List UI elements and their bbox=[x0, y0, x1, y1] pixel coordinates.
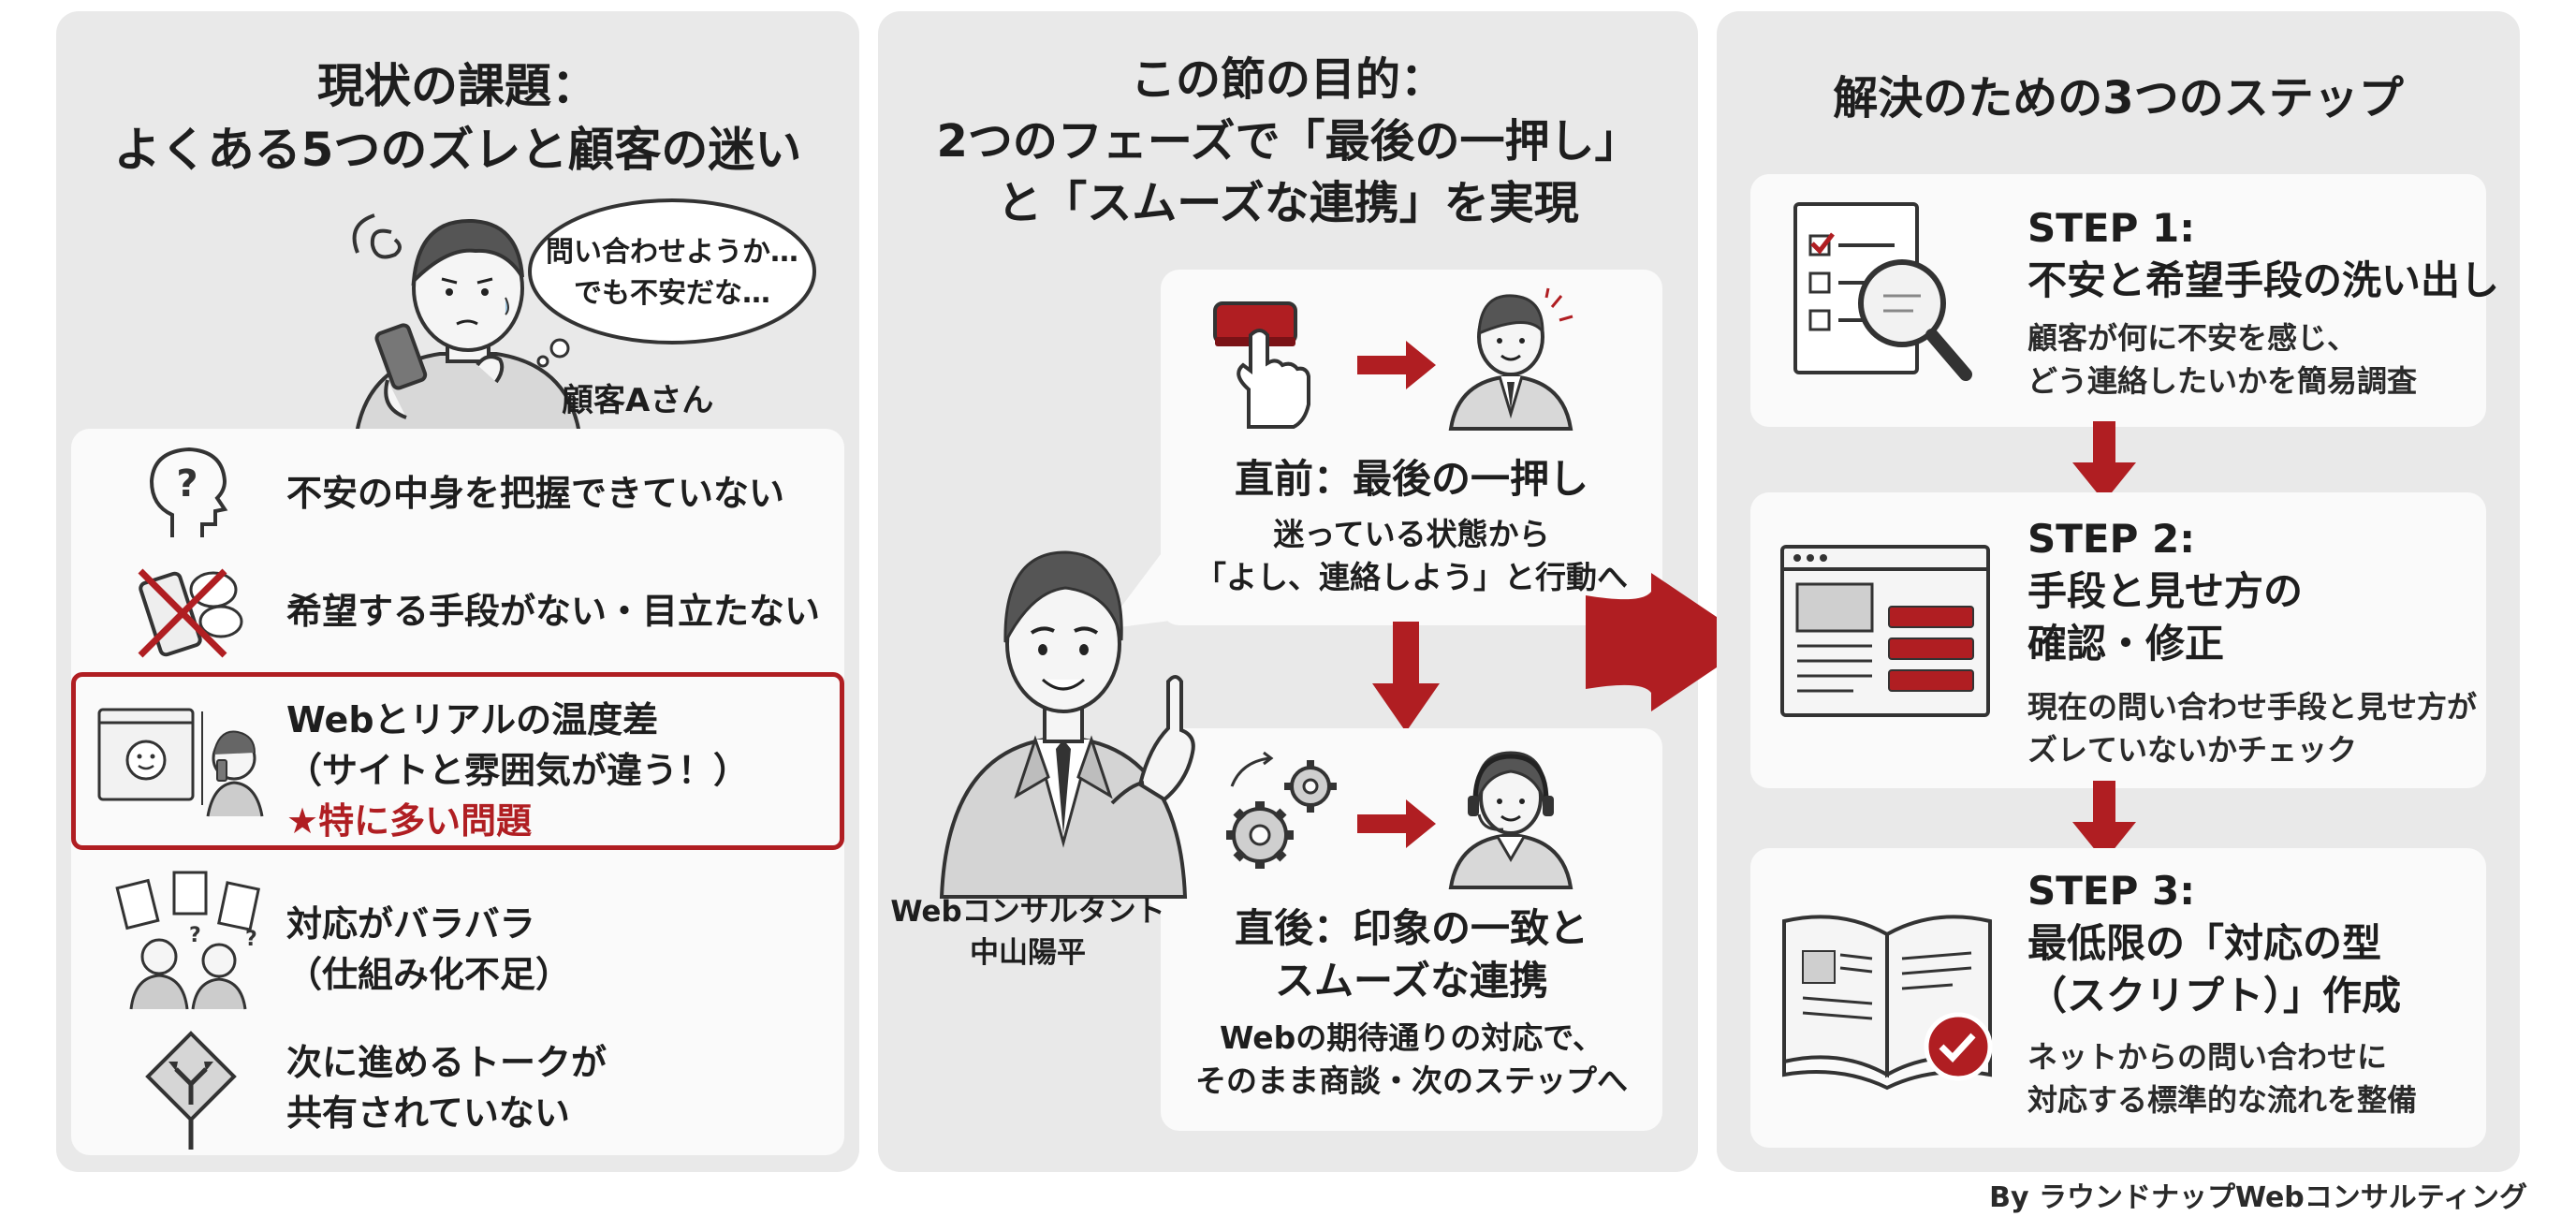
issue-item-1: 不安の中身を把握できていない bbox=[286, 473, 785, 514]
speech-bubble-text: 問い合わせようか… でも不安だな… bbox=[546, 236, 798, 310]
issue-item-2: 希望する手段がない・目立たない bbox=[286, 591, 821, 632]
consultant-name-label: Webコンサルタント 中山陽平 bbox=[890, 895, 1165, 970]
press-button-icon bbox=[1213, 301, 1310, 429]
highlighted-issue-box bbox=[71, 672, 844, 850]
step2-desc: 現在の問い合わせ手段と見せ方が ズレていないかチェック bbox=[2027, 689, 2478, 768]
web-vs-real-icon bbox=[97, 708, 264, 817]
svg-text:?: ? bbox=[176, 462, 198, 506]
phase1-card: 直前：最後の一押し 迷っている状態から 「よし、連絡しよう」と行動へ bbox=[1161, 270, 1662, 625]
question-head-icon: ? bbox=[149, 447, 228, 537]
phase1-desc: 迷っている状態から 「よし、連絡しよう」と行動へ bbox=[1195, 516, 1628, 595]
webpage-layout-icon bbox=[1780, 545, 1990, 717]
phase2-desc: Webの期待通りの対応で、 そのまま商談・次のステップへ bbox=[1195, 1019, 1628, 1099]
purpose-panel: この節の目的： 2つのフェーズで「最後の一押し」 と「スムーズな連携」を実現 直… bbox=[878, 11, 1698, 1172]
arrow-right-icon-2 bbox=[1357, 799, 1436, 848]
current-issues-panel: 現状の課題： よくある5つのズレと顧客の迷い 問い合わせようか… でも不安だな…… bbox=[56, 11, 859, 1172]
bubble-tail-1 bbox=[1105, 554, 1178, 629]
gears-icon bbox=[1226, 751, 1337, 869]
arrow-down-icon bbox=[1372, 622, 1440, 732]
issue-item-5: 次に進めるトークが 共有されていない bbox=[286, 1042, 607, 1134]
step1-desc: 顧客が何に不安を感じ、 どう連絡したいかを簡易調査 bbox=[2027, 320, 2418, 399]
arrow-right-icon bbox=[1357, 341, 1436, 389]
big-arrow-right-icon bbox=[1586, 573, 1754, 711]
step-arrow-down-1 bbox=[2072, 421, 2136, 502]
step3-card: STEP 3: 最低限の「対応の型 （スクリプト）」作成 ネットからの問い合わせ… bbox=[1750, 848, 2486, 1148]
customer-label: 顧客Aさん bbox=[562, 382, 714, 419]
consultant-illustration bbox=[939, 550, 1195, 899]
consultant-small-icon bbox=[1448, 287, 1573, 431]
panel2-title: この節の目的： 2つのフェーズで「最後の一押し」 と「スムーズな連携」を実現 bbox=[936, 53, 1640, 229]
issues-list-card: ? 不安の中身を把握できていない 希望する手段がない・目立たない bbox=[71, 429, 844, 1155]
step3-desc: ネットからの問い合わせに 対応する標準的な流れを整備 bbox=[2027, 1039, 2418, 1118]
panel3-title: 解決のための3つのステップ bbox=[1833, 72, 2404, 125]
junction-sign-icon bbox=[145, 1031, 237, 1150]
svg-text:?: ? bbox=[189, 924, 201, 947]
checklist-magnifier-icon bbox=[1793, 202, 1972, 381]
issue-item-4: 対応がバラバラ （仕組み化不足） bbox=[286, 903, 572, 995]
highlight-label: ★特に多い問題 bbox=[286, 800, 533, 842]
step1-title: STEP 1: 不安と希望手段の洗い出し bbox=[2027, 205, 2500, 303]
phase2-card: 直後：印象の一致と スムーズな連携 Webの期待通りの対応で、 そのまま商談・次… bbox=[1161, 728, 1662, 1131]
crossed-phone-chat-icon bbox=[138, 568, 243, 658]
issue-item-3: Webとリアルの温度差 （サイトと雰囲気が違う！） ★特に多い問題 bbox=[286, 695, 749, 846]
scattered-documents-icon: ? ? bbox=[115, 871, 260, 1010]
step2-card: STEP 2: 手段と見せ方の 確認・修正 現在の問い合わせ手段と見せ方が ズレ… bbox=[1750, 492, 2486, 788]
solution-steps-panel: 解決のための3つのステップ STEP 1: 不安と希望手段の洗い出し 顧客が何に… bbox=[1717, 11, 2520, 1172]
operator-headset-icon bbox=[1448, 751, 1573, 889]
step1-card: STEP 1: 不安と希望手段の洗い出し 顧客が何に不安を感じ、 どう連絡したい… bbox=[1750, 174, 2499, 427]
panel1-title: 現状の課題： よくある5つのズレと顧客の迷い bbox=[113, 59, 802, 177]
open-book-check-icon bbox=[1782, 915, 1993, 1091]
step2-title: STEP 2: 手段と見せ方の 確認・修正 bbox=[2027, 516, 2304, 667]
step3-title: STEP 3: 最低限の「対応の型 （スクリプト）」作成 bbox=[2027, 868, 2402, 1019]
svg-text:?: ? bbox=[245, 928, 257, 951]
phase2-title: 直後：印象の一致と スムーズな連携 bbox=[1234, 905, 1588, 1004]
worried-customer-illustration bbox=[352, 213, 583, 442]
footer-credit: By ラウンドナップWebコンサルティング bbox=[1989, 1181, 2527, 1214]
speech-bubble bbox=[528, 198, 816, 368]
step-arrow-down-2 bbox=[2072, 781, 2136, 861]
phase1-title: 直前：最後の一押し bbox=[1234, 456, 1588, 502]
